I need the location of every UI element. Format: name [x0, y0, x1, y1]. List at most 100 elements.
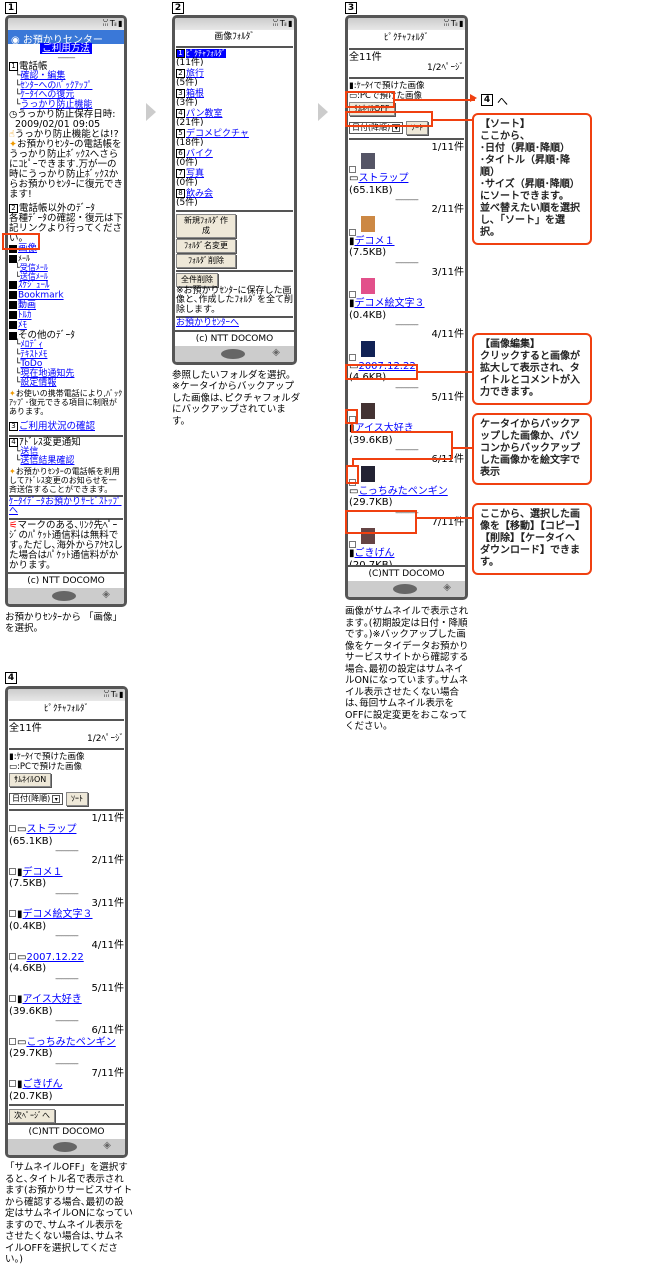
menu-link[interactable]: ｾﾝﾀｰへのﾊﾞｯｸｱｯﾌﾟ	[20, 80, 93, 91]
menu-link[interactable]: 動画	[18, 300, 37, 311]
menu-link[interactable]: ﾒﾛﾃﾞｨ	[20, 340, 43, 350]
image-title-link[interactable]: アイス大好き	[354, 423, 414, 434]
checkbox[interactable]	[349, 228, 356, 236]
usage-status-link[interactable]: ご利用状況の確認	[19, 420, 96, 432]
folder-link[interactable]: バイク	[186, 148, 213, 159]
menu-link[interactable]: ｹｰﾀｲへの復元	[20, 90, 75, 100]
menu-link[interactable]: ｽｹｼﾞｭｰﾙ	[18, 280, 50, 291]
service-top-link[interactable]: ｹｰﾀｲﾃﾞｰﾀお預かりｻｰﾋﾞｽﾄｯﾌﾟへ	[9, 496, 122, 516]
header-title: お預かりセンター	[22, 35, 103, 46]
center-key-icon[interactable]	[52, 1142, 77, 1152]
menu-link[interactable]: 確認・編集	[20, 71, 66, 81]
folder-link[interactable]: 飲み会	[186, 188, 214, 199]
menu-link[interactable]: ﾄﾙｶ	[18, 310, 32, 321]
sort-button[interactable]: ｿｰﾄ	[65, 791, 88, 806]
dpad-icon[interactable]: ◈	[102, 588, 110, 600]
checkbox[interactable]	[9, 952, 16, 960]
folder-link[interactable]: 写真	[186, 168, 205, 179]
next-page-button[interactable]: 次ﾍﾟｰｼﾞへ	[9, 1109, 55, 1123]
checkbox[interactable]	[9, 1080, 16, 1087]
menu-link[interactable]: ToDo	[20, 359, 43, 369]
folder-action-button[interactable]: ﾌｫﾙﾀﾞ名変更	[176, 238, 236, 253]
folder-link[interactable]: パン教室	[186, 108, 223, 119]
menu-link[interactable]: Bookmark	[18, 290, 64, 301]
list-item: Bookmark	[9, 291, 123, 301]
menu-link[interactable]: 設定情報	[20, 378, 57, 388]
image-title-link[interactable]: ストラップ	[26, 824, 77, 835]
folder-action-button[interactable]: 新規ﾌｫﾙﾀﾞ作成	[176, 213, 236, 238]
image-title-link[interactable]: こっちみたペンギン	[26, 1036, 116, 1048]
image-title-link[interactable]: デコメ絵文字３	[354, 298, 425, 309]
phone-keys: ◈	[175, 345, 294, 362]
thumbnail-image[interactable]	[361, 340, 375, 357]
menu-link[interactable]: 送信ﾒｰﾙ	[19, 272, 48, 281]
image-title-link[interactable]: ごきげん	[22, 1079, 63, 1090]
checkbox[interactable]	[9, 910, 16, 917]
checkbox[interactable]	[9, 995, 16, 1002]
dpad-icon[interactable]: ◈	[443, 582, 451, 593]
menu-link[interactable]: 送信結果確認	[20, 456, 75, 466]
checkbox[interactable]	[349, 166, 356, 173]
center-key-icon[interactable]	[392, 584, 417, 594]
folder-count: (5件)	[176, 78, 198, 88]
action-callout: ここから、選択した画像を【移動】【コピー】【削除】【ケータイへダウンロード】でき…	[472, 503, 592, 575]
sort-select[interactable]: 日付(降順)▾	[9, 792, 64, 805]
dpad-icon[interactable]: ◈	[272, 346, 280, 358]
menu-link[interactable]: ﾃｷｽﾄﾒﾓ	[20, 349, 48, 360]
center-key-icon[interactable]	[220, 348, 245, 359]
thumbnail-image[interactable]	[361, 465, 375, 482]
usage-link[interactable]: ご利用方法	[40, 43, 92, 54]
center-key-icon[interactable]	[52, 590, 76, 601]
menu-link[interactable]: 送信	[20, 446, 39, 457]
thumbnail-image[interactable]	[361, 403, 375, 419]
image-title-link[interactable]: 2007.12.22	[26, 951, 84, 963]
dpad-icon[interactable]: ◈	[103, 1140, 111, 1151]
image-size: (39.6KB)	[9, 1005, 53, 1017]
divider: ------------	[395, 257, 419, 267]
folder-link[interactable]: ﾋﾟｸﾁｬﾌｫﾙﾀﾞ	[186, 48, 226, 58]
menu-link[interactable]: 受信ﾒｰﾙ	[19, 263, 48, 272]
thumbnail-toggle-button[interactable]: ｻﾑﾈｲﾙON	[9, 772, 52, 787]
checkbox[interactable]	[349, 291, 356, 298]
phone-icon: ▮	[349, 80, 354, 91]
image-title-link[interactable]: アイス大好き	[22, 994, 82, 1005]
delete-all-button[interactable]: 全件削除	[176, 272, 218, 287]
square-icon	[9, 311, 17, 319]
checkbox[interactable]	[9, 867, 16, 875]
thumbnail-image[interactable]	[361, 278, 375, 294]
image-title-link[interactable]: デコメ１	[354, 235, 395, 247]
status-bar: ꈍ Tᵢₗ ▮	[348, 18, 465, 30]
folder-link[interactable]: 箱根	[186, 88, 205, 99]
image-title-link[interactable]: こっちみたペンギン	[358, 485, 448, 497]
folder-link[interactable]: デコメピクチャ	[186, 128, 249, 139]
center-link[interactable]: お預かりｾﾝﾀｰへ	[176, 318, 240, 328]
image-title-link[interactable]: ごきげん	[354, 548, 395, 559]
copyright: (c) NTT DOCOMO	[8, 571, 124, 588]
folder-link[interactable]: 旅行	[186, 68, 205, 79]
sort-button[interactable]: ｿｰﾄ	[405, 120, 428, 135]
menu-link[interactable]: ﾒﾓ	[18, 320, 28, 331]
thumbnail-image[interactable]	[361, 215, 375, 232]
menu-link[interactable]: うっかり防止機能	[20, 99, 93, 110]
checkbox[interactable]	[349, 353, 356, 361]
image-title-link[interactable]: デコメ１	[22, 866, 63, 878]
checkbox[interactable]	[9, 1037, 16, 1045]
checkbox[interactable]	[9, 825, 16, 832]
number-3-icon: 3	[9, 421, 18, 431]
folder-action-button[interactable]: ﾌｫﾙﾀﾞ削除	[176, 253, 236, 268]
menu-link[interactable]: 現在地通知先	[20, 368, 75, 379]
image-title-link[interactable]: ストラップ	[358, 173, 409, 184]
thumbnail-image[interactable]	[361, 153, 375, 169]
folder-number-icon: 6	[176, 148, 185, 158]
image-title-link[interactable]: 2007.12.22	[358, 360, 416, 372]
checkbox[interactable]	[349, 541, 356, 548]
image-title-link[interactable]: デコメ絵文字３	[22, 909, 93, 920]
